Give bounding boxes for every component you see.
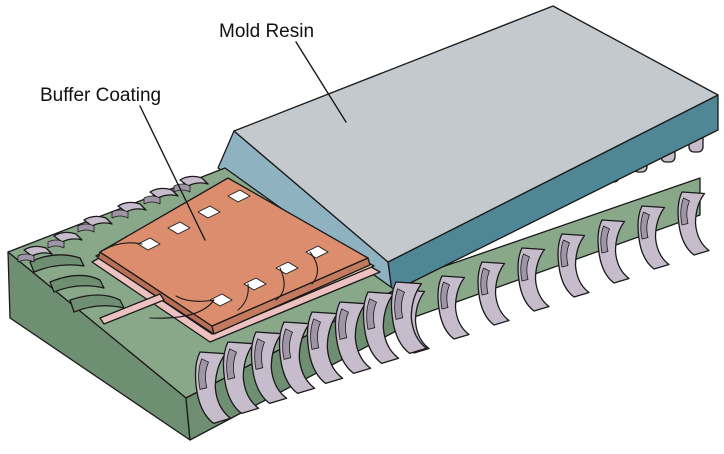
right-lead-shadow [480, 267, 490, 296]
front-lead-shadow [310, 318, 321, 350]
front-leads [194, 281, 428, 425]
right-lead-shadow [440, 281, 450, 310]
lead-finger-strip [99, 293, 165, 325]
right-lead-shadow [600, 225, 610, 254]
top-left-leads [17, 175, 209, 263]
bond-wire [275, 267, 285, 301]
bond-wires [103, 242, 319, 319]
top-left-lead [117, 201, 147, 213]
top-left-lead [179, 175, 209, 187]
top-left-lead [83, 215, 113, 227]
top-left-lead-shadow [111, 209, 129, 219]
top-left-lead-shadow [17, 253, 35, 263]
right-lead-shadow [520, 253, 530, 282]
bond-pad [167, 221, 191, 235]
front-lead-shadow [254, 338, 265, 370]
bond-wire [103, 242, 143, 251]
right-lead-shadow [560, 239, 570, 268]
front-lead-shadow [226, 348, 237, 380]
mold-resin-callout-line [295, 41, 347, 123]
front-lead-shadow [366, 298, 377, 330]
bond-pad [209, 293, 233, 307]
top-left-lead [149, 187, 179, 199]
buffer-coating-callout-line [139, 105, 206, 241]
bond-pad [227, 189, 251, 203]
right-lead-shadow [680, 197, 690, 226]
top-left-lead [53, 231, 83, 243]
bond-pad [137, 237, 161, 251]
right-lead-shadow [640, 211, 650, 240]
bond-wire [175, 295, 215, 302]
bond-wire [237, 283, 249, 311]
mold-resin-top-face [233, 5, 719, 263]
front-lead-shadow [338, 308, 349, 340]
top-left-lead-shadow [77, 223, 95, 233]
buffer-coating-label: Buffer Coating [40, 85, 162, 106]
top-left-lead-shadow [143, 195, 161, 205]
top-left-lead-shadow [173, 183, 191, 193]
top-left-lead [23, 245, 53, 257]
top-left-lead-shadow [47, 239, 65, 249]
lead-frame-cutouts [29, 254, 125, 313]
frame-cutout [49, 274, 105, 293]
bond-pad [243, 277, 267, 291]
front-lead-shadow [282, 328, 293, 360]
front-lead-shadow [198, 358, 209, 390]
mold-resin-label: Mold Resin [219, 21, 315, 42]
bond-wire [309, 251, 319, 285]
front-lead-shadow [394, 288, 405, 320]
bond-pad [197, 205, 221, 219]
frame-cutout [29, 254, 85, 273]
bond-wire [149, 299, 215, 319]
buffer-coated-die-top [99, 177, 369, 327]
